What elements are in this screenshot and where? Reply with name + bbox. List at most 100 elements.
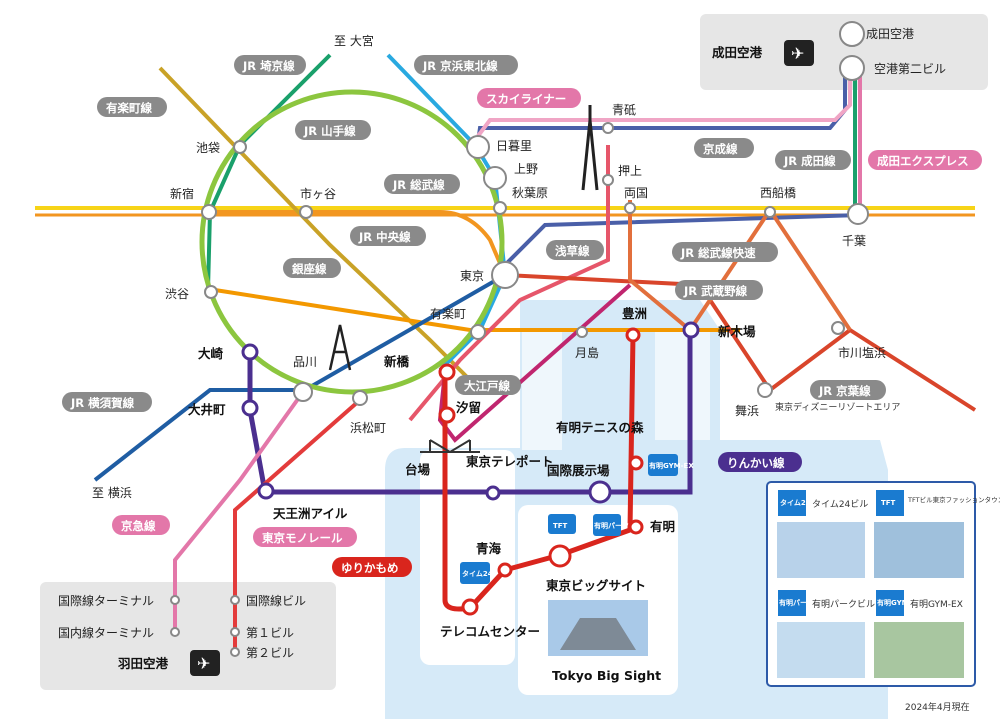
svg-text:有明パーク: 有明パーク [779, 598, 814, 607]
line-label-keihin: JR 京浜東北線 [414, 55, 518, 75]
narita-airport-label: 成田空港 [712, 45, 763, 60]
line-label-sobu-rapid: JR 総武線快速 [672, 242, 778, 262]
station-names: 至 大宮 至 横浜 成田空港 空港第二ビル 池袋 新宿 市ヶ谷 渋谷 日暮里 上… [58, 27, 946, 660]
svg-text:品川: 品川 [293, 355, 317, 369]
svg-text:有明パーク: 有明パーク [594, 521, 629, 530]
line-label-narita-line: JR 成田線 [775, 150, 851, 170]
svg-text:舞浜: 舞浜 [735, 404, 759, 418]
svg-text:有明GYM-EX: 有明GYM-EX [649, 461, 694, 470]
svg-text:新橋: 新橋 [384, 354, 410, 369]
yokosuka-line [93, 273, 506, 482]
svg-text:国際線ターミナル: 国際線ターミナル [58, 593, 154, 608]
line-label-saikyo: JR 埼京線 [234, 55, 306, 75]
svg-text:浅草線: 浅草線 [555, 244, 590, 258]
svg-text:JR 総武線: JR 総武線 [392, 178, 445, 192]
svg-text:秋葉原: 秋葉原 [512, 186, 548, 200]
svg-text:国内線ターミナル: 国内線ターミナル [58, 625, 154, 640]
line-label-ginza: 銀座線 [283, 258, 341, 278]
station-airport-terminal2: 空港第二ビル [874, 62, 946, 76]
svg-text:青海: 青海 [476, 541, 502, 556]
haneda-airport-box: 羽田空港 ✈ [40, 582, 336, 690]
svg-text:新木場: 新木場 [718, 324, 756, 339]
svg-text:両国: 両国 [624, 186, 648, 200]
saikyo-line [206, 53, 332, 291]
svg-text:国際線ビル: 国際線ビル [246, 593, 306, 608]
station-markers [170, 21, 869, 657]
line-labels: JR 埼京線 JR 京浜東北線 有楽町線 スカイライナー JR 山手線 京成線 … [62, 55, 982, 577]
svg-text:大江戸線: 大江戸線 [464, 379, 510, 393]
waterfront-station-markers [241, 321, 700, 616]
haneda-airport-label: 羽田空港 [118, 656, 169, 671]
svg-text:上野: 上野 [514, 162, 538, 176]
line-label-yurikamome: ゆりかもめ [332, 557, 412, 577]
svg-text:大井町: 大井町 [188, 402, 226, 417]
svg-text:有楽町線: 有楽町線 [106, 101, 152, 115]
svg-text:東京ビッグサイト: 東京ビッグサイト [546, 578, 646, 593]
line-label-yokosuka: JR 横須賀線 [62, 392, 152, 412]
svg-text:JR 中央線: JR 中央線 [358, 230, 411, 244]
svg-text:有楽町: 有楽町 [430, 307, 466, 321]
line-label-keikyu: 京急線 [112, 515, 170, 535]
tokyo-tower-icon [328, 324, 352, 371]
svg-text:有明テニスの森: 有明テニスの森 [556, 420, 644, 435]
line-label-oedo: 大江戸線 [455, 375, 521, 395]
svg-text:東京: 東京 [460, 269, 484, 283]
tokyo-monorail [233, 398, 362, 655]
sobu-rapid-line [498, 213, 861, 272]
svg-text:押上: 押上 [618, 164, 642, 178]
svg-text:JR 京浜東北線: JR 京浜東北線 [422, 59, 498, 73]
svg-text:JR 埼京線: JR 埼京線 [242, 59, 295, 73]
svg-text:京急線: 京急線 [121, 519, 156, 533]
airplane-icon [784, 40, 814, 66]
line-label-keisei: 京成線 [694, 138, 754, 158]
line-label-monorail: 東京モノレール [253, 527, 357, 547]
svg-text:TFT: TFT [881, 499, 896, 507]
line-label-yamanote: JR 山手線 [295, 120, 371, 140]
svg-text:スカイライナー: スカイライナー [486, 92, 566, 106]
svg-text:JR 横須賀線: JR 横須賀線 [70, 396, 135, 410]
line-label-rinkai: りんかい線 [718, 452, 802, 472]
svg-text:有明GYM-EX: 有明GYM-EX [877, 598, 922, 607]
svg-text:池袋: 池袋 [196, 141, 220, 155]
line-label-skyliner: スカイライナー [477, 88, 581, 108]
svg-text:ゆりかもめ: ゆりかもめ [341, 561, 399, 575]
chuo-line [208, 210, 507, 276]
svg-text:TFTビル東京ファッションタウンビル: TFTビル東京ファッションタウンビル [907, 495, 1000, 504]
ginza-line [214, 288, 740, 332]
svg-text:✈: ✈ [197, 654, 210, 673]
line-label-asakusa: 浅草線 [546, 240, 604, 260]
airplane-icon [190, 650, 220, 676]
svg-text:有明パークビル: 有明パークビル [812, 598, 875, 610]
line-label-nex: 成田エクスプレス [868, 150, 982, 170]
svg-text:有明: 有明 [650, 519, 675, 534]
svg-text:汐留: 汐留 [456, 400, 481, 415]
svg-text:日暮里: 日暮里 [496, 139, 532, 153]
svg-text:タイム24ビル: タイム24ビル [812, 499, 868, 510]
bigsight-photo: Tokyo Big Sight [548, 600, 661, 683]
station-narita-airport: 成田空港 [866, 27, 914, 41]
svg-text:タイム24: タイム24 [462, 569, 493, 578]
svg-text:JR 京葉線: JR 京葉線 [818, 384, 871, 398]
svg-text:第１ビル: 第１ビル [246, 626, 294, 640]
svg-text:市川塩浜: 市川塩浜 [838, 345, 886, 360]
line-label-chuo: JR 中央線 [350, 226, 426, 246]
skytree-icon [581, 105, 599, 191]
line-label-keiyo: JR 京葉線 [810, 380, 886, 400]
svg-text:JR 山手線: JR 山手線 [303, 124, 356, 138]
svg-text:JR 武蔵野線: JR 武蔵野線 [683, 284, 748, 298]
svg-text:銀座線: 銀座線 [292, 262, 327, 276]
svg-text:✈: ✈ [791, 44, 804, 63]
skyliner [476, 75, 852, 138]
yamanote-line [199, 89, 505, 395]
svg-text:成田エクスプレス: 成田エクスプレス [877, 154, 969, 168]
svg-text:千葉: 千葉 [842, 234, 866, 248]
svg-text:新宿: 新宿 [170, 186, 194, 201]
svg-text:有明GYM-EX: 有明GYM-EX [910, 598, 963, 610]
line-label-sobu: JR 総武線 [384, 174, 460, 194]
svg-text:台場: 台場 [405, 462, 431, 477]
svg-text:国際展示場: 国際展示場 [547, 463, 610, 478]
venue-badges: タイム24 TFT 有明パーク 有明GYM-EX [460, 454, 694, 584]
narita-airport-box: 成田空港 ✈ [700, 14, 988, 90]
svg-text:テレコムセンター: テレコムセンター [440, 624, 540, 639]
